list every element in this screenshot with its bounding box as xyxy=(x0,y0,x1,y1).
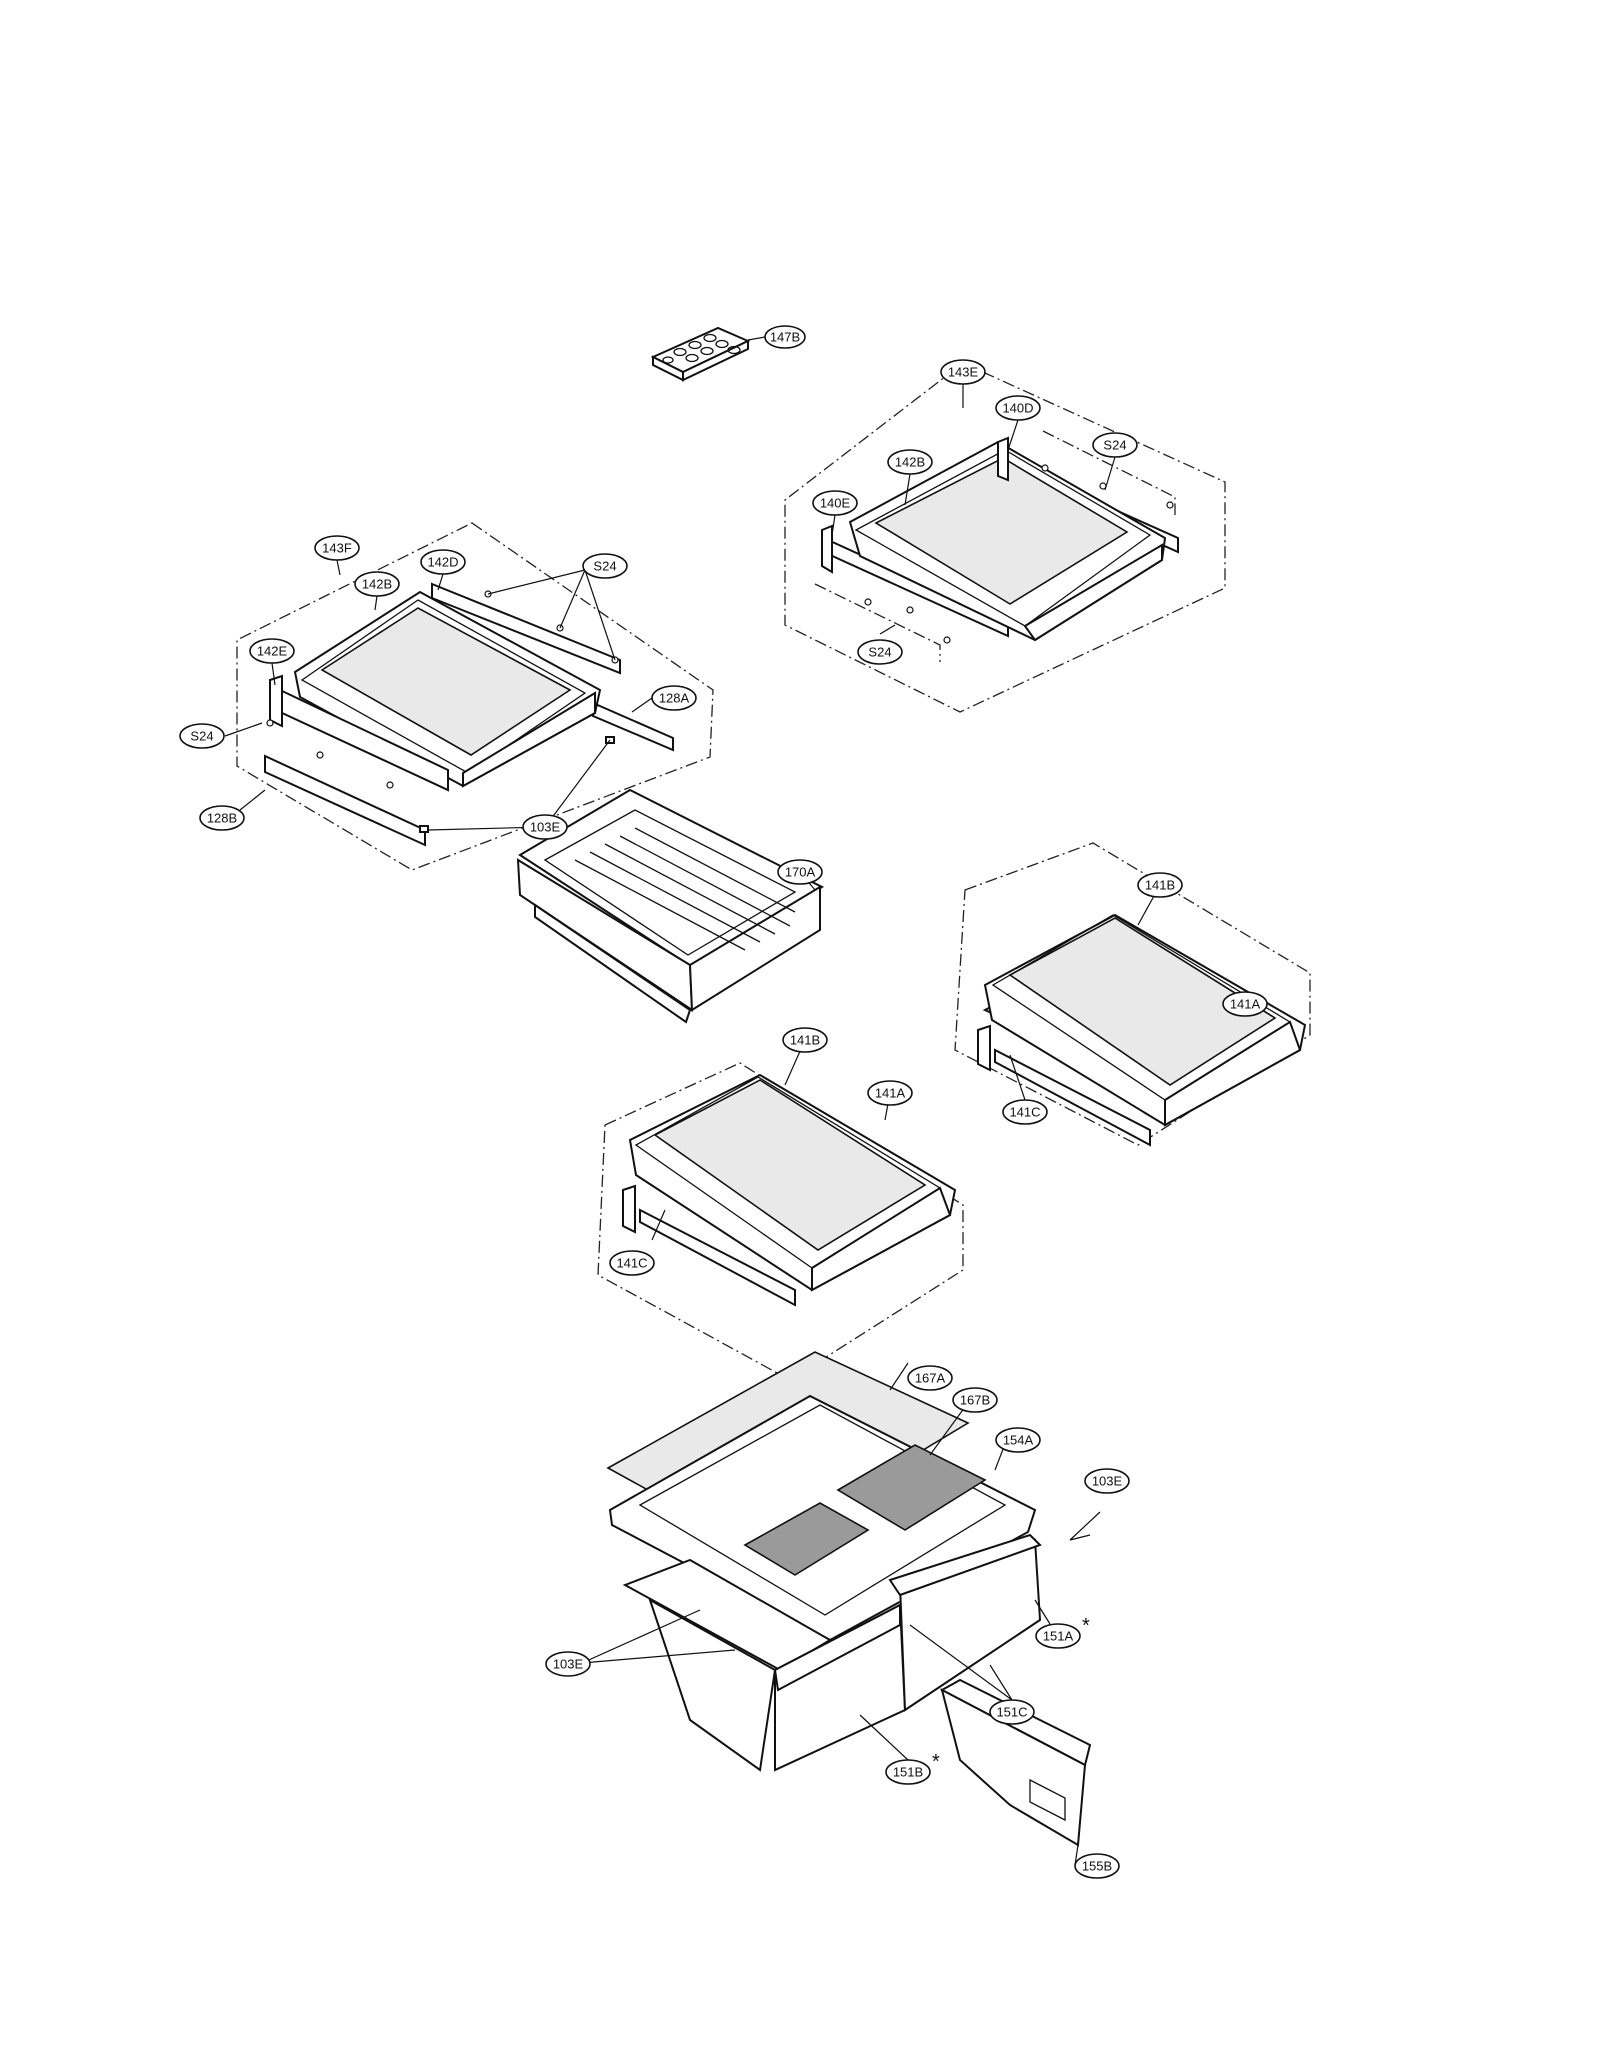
callout-141B-middle: 141B xyxy=(782,1027,828,1053)
callout-142D: 142D xyxy=(420,549,466,575)
callout-S24-right-top-label: S24 xyxy=(1103,438,1126,453)
callout-143F: 143F xyxy=(314,535,360,561)
part-170A-drawer xyxy=(516,788,825,1024)
callout-140E: 140E xyxy=(812,490,858,516)
callout-151C: 151C xyxy=(989,1699,1035,1725)
callout-142B-right-label: 142B xyxy=(895,455,925,470)
callout-151B-asterisk: * xyxy=(932,1751,940,1773)
callout-143E-label: 143E xyxy=(948,365,979,380)
callout-142B-left-label: 142B xyxy=(362,577,392,592)
callout-141B-right: 141B xyxy=(1137,872,1183,898)
callout-141B-right-label: 141B xyxy=(1145,878,1175,893)
callout-142B-right: 142B xyxy=(887,449,933,475)
callout-141C-middle: 141C xyxy=(609,1250,655,1276)
callout-143E: 143E xyxy=(940,359,986,385)
callout-167A: 167A xyxy=(907,1365,953,1391)
callout-103E-left-label: 103E xyxy=(553,1657,584,1672)
callout-103E-left: 103E xyxy=(545,1651,591,1677)
callout-141B-middle-label: 141B xyxy=(790,1033,820,1048)
callout-170A-label: 170A xyxy=(785,865,816,880)
callout-154A-label: 154A xyxy=(1003,1433,1034,1448)
callout-128B-label: 128B xyxy=(207,811,237,826)
callout-155B-label: 155B xyxy=(1082,1859,1112,1874)
callout-103E-top-label: 103E xyxy=(530,820,561,835)
callout-170A: 170A xyxy=(777,859,823,885)
callout-167A-label: 167A xyxy=(915,1371,946,1386)
callout-141A-right-label: 141A xyxy=(1230,997,1261,1012)
callout-140D-label: 140D xyxy=(1002,401,1033,416)
callout-S24-left-bottom-label: S24 xyxy=(190,729,213,744)
callout-S24-right-top: S24 xyxy=(1092,432,1138,458)
callout-142E-label: 142E xyxy=(257,644,288,659)
callout-103E-right-label: 103E xyxy=(1092,1474,1123,1489)
callout-143F-label: 143F xyxy=(322,541,352,556)
part-crisper-assembly xyxy=(606,1351,1092,1847)
callout-151A: 151A * xyxy=(1035,1615,1090,1649)
callout-128A: 128A xyxy=(651,685,697,711)
part-143E-shelf-assembly xyxy=(784,362,1226,713)
callout-140E-label: 140E xyxy=(820,496,851,511)
callout-142B-left: 142B xyxy=(354,571,400,597)
callout-141A-right: 141A xyxy=(1222,991,1268,1017)
callout-141A-middle: 141A xyxy=(867,1080,913,1106)
callout-151A-label: 151A xyxy=(1043,1629,1074,1644)
callout-S24-left-top-label: S24 xyxy=(593,559,616,574)
part-147B-egg-tray xyxy=(650,326,751,382)
callout-155B: 155B xyxy=(1074,1853,1120,1879)
callout-167B: 167B xyxy=(952,1387,998,1413)
callout-142D-label: 142D xyxy=(427,555,458,570)
part-141A-shelf-middle xyxy=(597,1062,964,1381)
callout-103E-top: 103E xyxy=(522,814,568,840)
callout-141C-right: 141C xyxy=(1002,1099,1048,1125)
callout-167B-label: 167B xyxy=(960,1393,990,1408)
callout-141A-middle-label: 141A xyxy=(875,1086,906,1101)
callout-147B-label: 147B xyxy=(770,330,800,345)
callout-141C-right-label: 141C xyxy=(1009,1105,1040,1120)
callout-151C-label: 151C xyxy=(996,1705,1027,1720)
part-143F-shelf-assembly xyxy=(236,522,714,871)
callout-140D: 140D xyxy=(995,395,1041,421)
callout-142E: 142E xyxy=(249,638,295,664)
callout-S24-right-bottom-label: S24 xyxy=(868,645,891,660)
callout-103E-right: 103E xyxy=(1084,1468,1130,1494)
part-141A-shelf-right xyxy=(954,842,1311,1147)
callout-128B: 128B xyxy=(199,805,245,831)
callout-S24-right-bottom: S24 xyxy=(857,639,903,665)
callout-128A-label: 128A xyxy=(659,691,690,706)
callout-141C-middle-label: 141C xyxy=(616,1256,647,1271)
callout-S24-left-top: S24 xyxy=(582,553,628,579)
callout-151B-label: 151B xyxy=(893,1765,923,1780)
callout-151A-asterisk: * xyxy=(1082,1615,1090,1637)
callout-151B: 151B * xyxy=(885,1751,940,1785)
callout-S24-left-bottom: S24 xyxy=(179,723,225,749)
callout-154A: 154A xyxy=(995,1427,1041,1453)
callout-147B: 147B xyxy=(764,325,806,349)
